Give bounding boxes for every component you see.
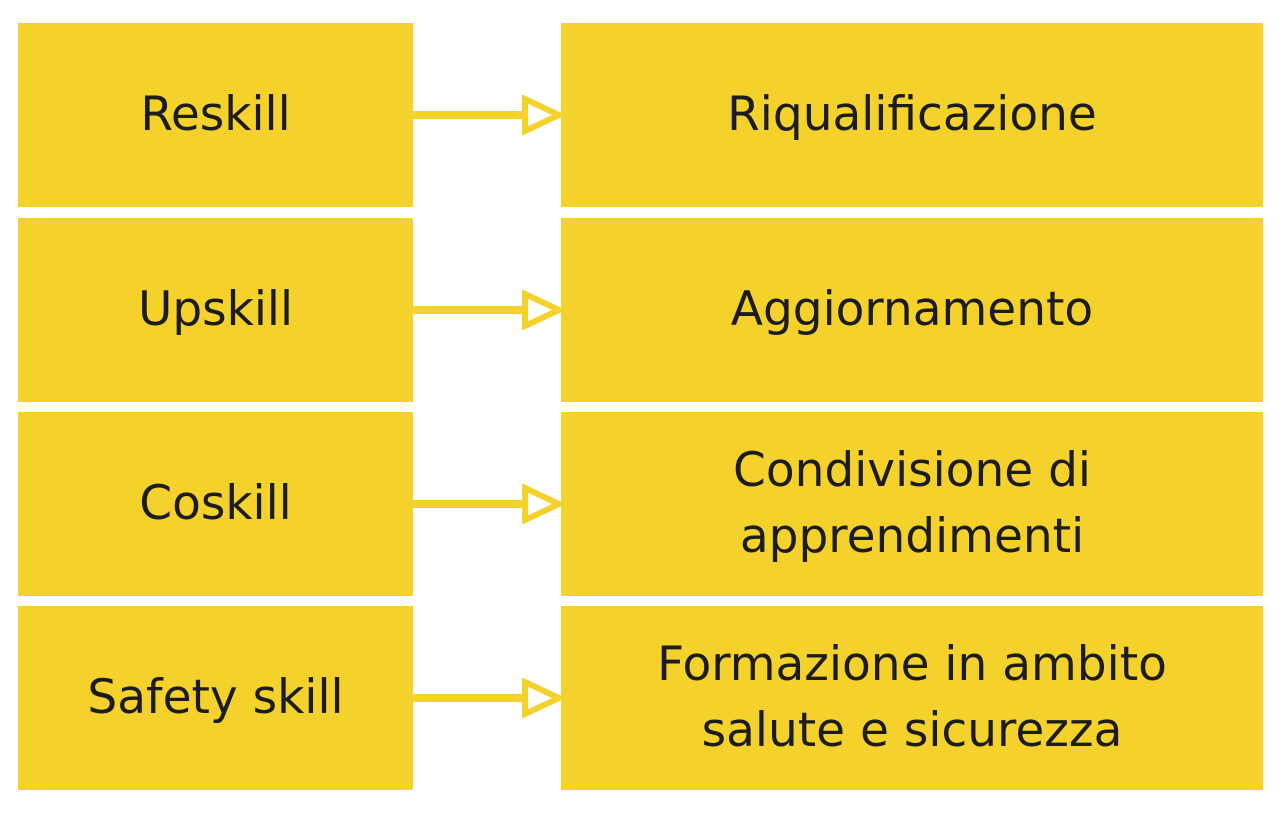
meaning-label: Condivisione di apprendimenti [733,443,1091,564]
diagram-row-upskill: Upskill Aggiornamento [0,218,1280,402]
diagram-row-coskill: Coskill Condivisione di apprendimenti [0,412,1280,596]
diagram-row-safety-skill: Safety skill Formazione in ambito salute… [0,606,1280,790]
term-box: Reskill [18,23,413,207]
term-box: Upskill [18,218,413,402]
term-label: Coskill [139,476,292,531]
meaning-label: Formazione in ambito salute e sicurezza [657,637,1167,758]
term-label: Reskill [140,87,291,142]
meaning-label: Riqualificazione [727,87,1097,142]
term-label: Safety skill [87,670,344,725]
meaning-box: Formazione in ambito salute e sicurezza [561,606,1263,790]
meaning-box: Aggiornamento [561,218,1263,402]
right-arrow-icon [413,290,563,330]
right-arrow-icon [413,678,563,718]
meaning-label: Aggiornamento [730,282,1094,337]
term-box: Safety skill [18,606,413,790]
term-label: Upskill [137,282,294,337]
meaning-box: Riqualificazione [561,23,1263,207]
right-arrow-icon [413,95,563,135]
right-arrow-icon [413,484,563,524]
diagram-row-reskill: Reskill Riqualificazione [0,23,1280,207]
term-box: Coskill [18,412,413,596]
meaning-box: Condivisione di apprendimenti [561,412,1263,596]
